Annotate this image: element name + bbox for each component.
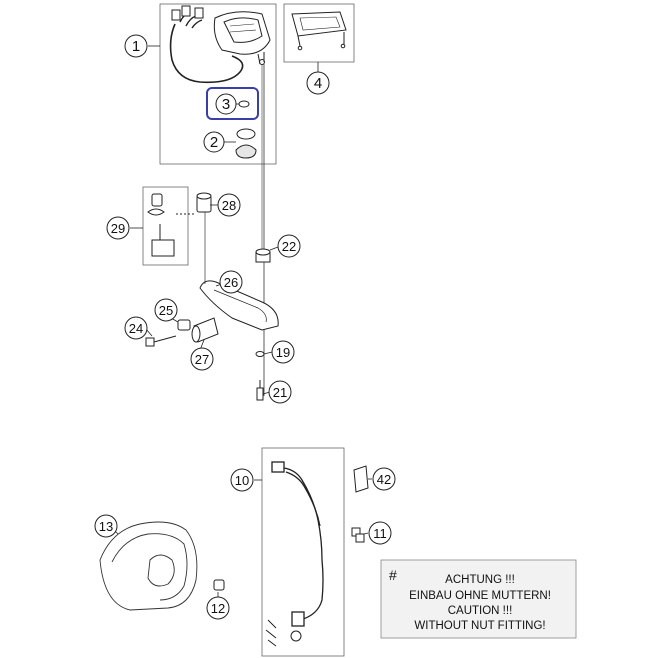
part25-bush (177, 319, 191, 331)
note-symbol: # (389, 567, 397, 583)
speedometer-unit (169, 5, 271, 84)
part10-sensor-cable (265, 461, 324, 647)
svg-text:13: 13 (99, 519, 113, 534)
part21-bolt (256, 380, 264, 401)
svg-text:4: 4 (314, 75, 322, 92)
svg-text:28: 28 (222, 198, 236, 213)
callout-25: 25 (154, 298, 178, 322)
svg-text:10: 10 (235, 473, 249, 488)
note-line-3: CAUTION !!! (448, 605, 513, 617)
callout-24: 24 (124, 316, 148, 340)
part29-clip-set (147, 193, 194, 257)
callout-42: 42 (372, 467, 396, 491)
callout-11: 11 (368, 521, 392, 545)
part13-sprocket-cover (99, 521, 198, 611)
svg-text:27: 27 (195, 352, 209, 367)
display-cover (291, 11, 347, 51)
part19-washer (255, 351, 265, 357)
callout-10: 10 (230, 468, 254, 492)
callout-29: 29 (106, 216, 130, 240)
note-box (380, 559, 577, 639)
part26-bracket (199, 208, 279, 331)
callout-13: 13 (94, 514, 118, 538)
callout-28: 28 (217, 193, 241, 217)
svg-text:1: 1 (132, 38, 140, 55)
note-line-1: ACHTUNG !!! (445, 574, 515, 586)
highlight-box (206, 87, 259, 120)
part27-spacer (191, 317, 219, 343)
svg-text:19: 19 (276, 345, 290, 360)
svg-text:21: 21 (273, 385, 287, 400)
part12-bush (213, 579, 225, 591)
svg-text:11: 11 (373, 526, 387, 541)
callout-26: 26 (219, 270, 243, 294)
callout-22: 22 (277, 234, 301, 258)
svg-text:22: 22 (282, 239, 296, 254)
callout-21: 21 (268, 380, 292, 404)
callout-1: 1 (124, 34, 148, 58)
part22-grommet (255, 248, 271, 263)
svg-text:29: 29 (111, 221, 125, 236)
callout-2: 2 (203, 131, 225, 153)
callout-19: 19 (271, 340, 295, 364)
callout-4: 4 (306, 71, 330, 95)
svg-text:42: 42 (377, 472, 391, 487)
note-line-4: WITHOUT NUT FITTING! (414, 620, 545, 632)
speedometer-group-frame (159, 3, 277, 165)
callout-27: 27 (190, 347, 214, 371)
svg-text:26: 26 (224, 275, 238, 290)
svg-text:3: 3 (222, 96, 230, 113)
part42-clip (353, 465, 369, 493)
part2-seal-and-cap (235, 128, 257, 159)
part28-bush (196, 192, 212, 213)
part24-bolt (145, 335, 177, 347)
svg-text:12: 12 (211, 601, 225, 616)
svg-text:25: 25 (159, 303, 173, 318)
part4-frame (283, 3, 355, 63)
callout-12: 12 (206, 596, 230, 620)
note-line-2: EINBAU OHNE MUTTERN! (409, 590, 551, 602)
callout-3: 3 (206, 87, 259, 120)
part29-frame (142, 186, 189, 266)
part11-clamp (351, 527, 365, 543)
svg-text:24: 24 (129, 321, 143, 336)
cable-group-frame (261, 447, 345, 657)
svg-text:2: 2 (210, 134, 218, 151)
part3-cap (238, 100, 250, 108)
